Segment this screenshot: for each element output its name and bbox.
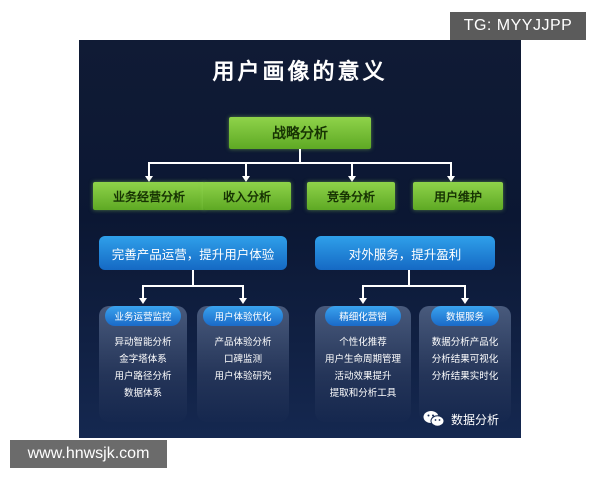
list-item: 个性化推荐 [339,337,387,348]
top-watermark: TG: MYYJJPP [450,12,586,40]
connector [408,270,410,286]
diagram-title: 用户画像的意义 [212,60,388,85]
arrow-icon [145,176,153,182]
level1-node: 用户维护 [413,182,503,210]
connector [148,162,452,164]
connector [242,285,244,299]
connector [142,285,144,299]
arrow-icon [461,298,469,304]
group-node: 对外服务，提升盈利 [315,236,495,270]
list-item: 用户路径分析 [114,371,172,382]
list-item: 异动智能分析 [114,337,172,348]
arrow-icon [242,176,250,182]
brand-label: 数据分析 [451,412,500,427]
connector [362,285,466,287]
list-item: 用户体验研究 [214,371,272,382]
level1-node: 收入分析 [203,182,291,210]
arrow-icon [348,176,356,182]
arrow-icon [239,298,247,304]
subgroup-pill: 数据服务 [431,306,499,326]
list-item: 用户生命周期管理 [324,354,401,365]
arrow-icon [447,176,455,182]
connector [142,285,244,287]
arrow-icon [359,298,367,304]
connector [192,270,194,286]
list-item: 分析结果可视化 [431,354,499,365]
connector [245,162,247,177]
connector [464,285,466,299]
root-node: 战略分析 [229,117,371,149]
item-list: 异动智能分析 金字塔体系 用户路径分析 数据体系 [99,334,187,402]
list-item: 口碑监测 [223,354,262,365]
brand-mark: 数据分析 [423,410,499,428]
level1-node: 业务经营分析 [93,182,205,210]
group-node: 完善产品运营，提升用户体验 [99,236,287,270]
list-item: 数据体系 [123,388,162,399]
subgroup-pill: 用户体验优化 [203,306,283,326]
connector [362,285,364,299]
subgroup-pill: 精细化营销 [325,306,401,326]
item-list: 数据分析产品化 分析结果可视化 分析结果实时化 [419,334,511,385]
level1-node: 竞争分析 [307,182,395,210]
diagram-panel: 用户画像的意义 战略分析 业务经营分析 收入分析 竞争分析 用户维护 完善产品运… [79,40,521,438]
connector [299,149,301,163]
list-item: 金字塔体系 [119,354,167,365]
connector [450,162,452,177]
connector [148,162,150,177]
connector [351,162,353,177]
bottom-watermark: www.hnwsjk.com [10,440,167,468]
subgroup-pill: 业务运营监控 [105,306,181,326]
item-list: 产品体验分析 口碑监测 用户体验研究 [197,334,289,385]
item-list: 个性化推荐 用户生命周期管理 活动效果提升 提取和分析工具 [315,334,411,402]
list-item: 产品体验分析 [214,337,272,348]
list-item: 数据分析产品化 [431,337,499,348]
list-item: 分析结果实时化 [431,371,499,382]
list-item: 提取和分析工具 [329,388,397,399]
arrow-icon [139,298,147,304]
wechat-icon [423,411,445,427]
list-item: 活动效果提升 [334,371,392,382]
